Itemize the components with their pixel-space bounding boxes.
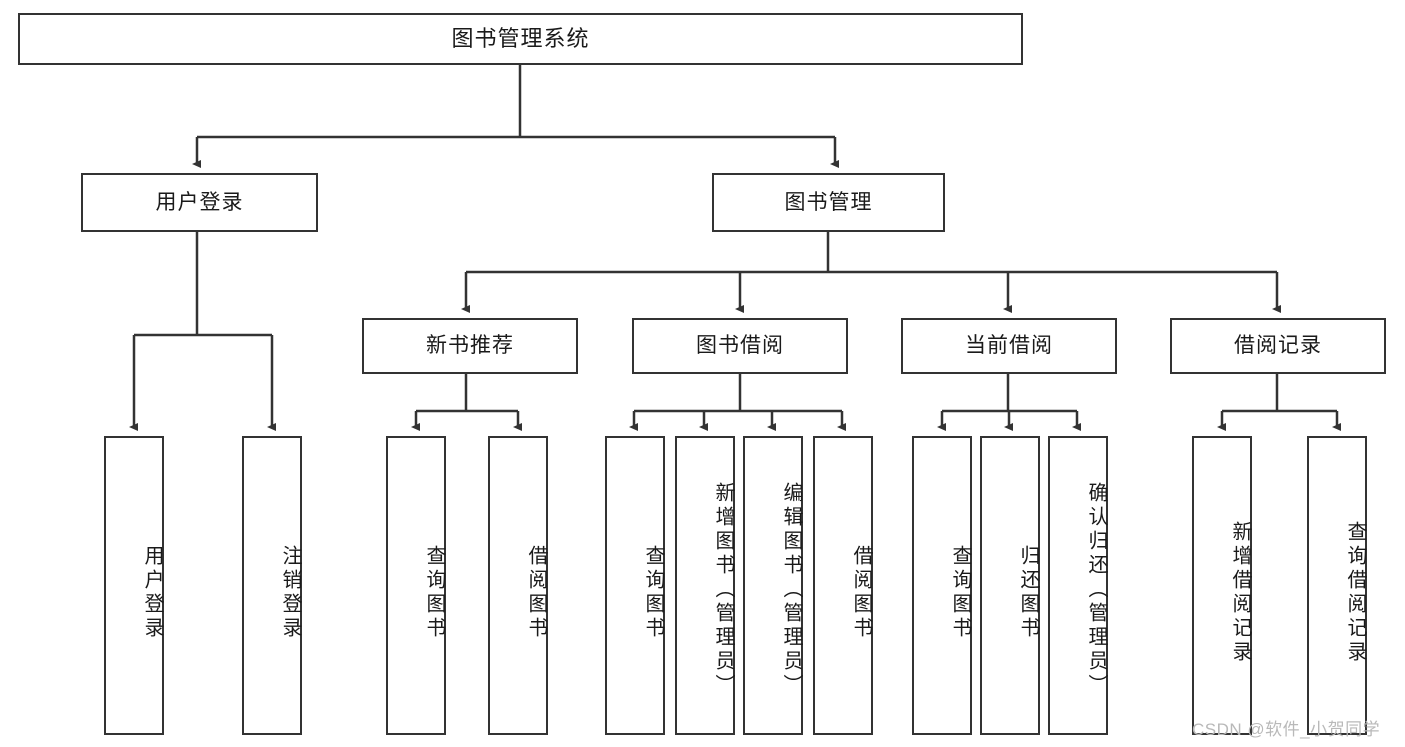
node-label: 借阅记录 xyxy=(1234,334,1322,358)
node-book-borrow[interactable]: 图书借阅 xyxy=(632,318,848,374)
node-label: 借阅图书 xyxy=(525,544,547,641)
node-label: 图书管理 xyxy=(784,190,873,214)
node-label: 借阅图书 xyxy=(850,544,872,641)
node-label: 查询图书 xyxy=(423,544,445,641)
node-root-system[interactable]: 图书管理系统 xyxy=(18,13,1023,65)
node-leaf-query-book-2[interactable]: 查询图书 xyxy=(605,436,665,735)
node-label: 查询借阅记录 xyxy=(1344,520,1366,665)
node-leaf-logout[interactable]: 注销登录 xyxy=(242,436,302,735)
node-label: 查询图书 xyxy=(642,544,664,641)
node-label: 新书推荐 xyxy=(426,334,514,358)
node-user-login[interactable]: 用户登录 xyxy=(81,173,318,232)
node-new-book-recommend[interactable]: 新书推荐 xyxy=(362,318,578,374)
node-label: 图书管理系统 xyxy=(451,25,590,51)
node-leaf-borrow-book-2[interactable]: 借阅图书 xyxy=(813,436,873,735)
node-label: 用户登录 xyxy=(141,544,163,641)
node-label: 新增借阅记录 xyxy=(1229,520,1251,665)
node-leaf-add-book[interactable]: 新增图书（管理员） xyxy=(675,436,735,735)
node-label: 用户登录 xyxy=(155,190,244,214)
node-leaf-borrow-book-1[interactable]: 借阅图书 xyxy=(488,436,548,735)
node-label: 注销登录 xyxy=(279,544,301,641)
node-leaf-add-record[interactable]: 新增借阅记录 xyxy=(1192,436,1252,735)
node-label: 编辑图书（管理员） xyxy=(780,481,802,698)
node-label: 查询图书 xyxy=(949,544,971,641)
node-label: 图书借阅 xyxy=(696,334,784,358)
node-label: 新增图书（管理员） xyxy=(712,481,734,698)
node-leaf-user-login[interactable]: 用户登录 xyxy=(104,436,164,735)
node-leaf-query-book-3[interactable]: 查询图书 xyxy=(912,436,972,735)
watermark: CSDN @软件_小贺同学 xyxy=(1192,720,1381,739)
node-leaf-query-book-1[interactable]: 查询图书 xyxy=(386,436,446,735)
node-borrow-record[interactable]: 借阅记录 xyxy=(1170,318,1386,374)
node-label: 归还图书 xyxy=(1017,544,1039,641)
node-leaf-return-book[interactable]: 归还图书 xyxy=(980,436,1040,735)
node-current-borrow[interactable]: 当前借阅 xyxy=(901,318,1117,374)
node-label: 当前借阅 xyxy=(965,334,1053,358)
node-leaf-edit-book[interactable]: 编辑图书（管理员） xyxy=(743,436,803,735)
node-book-manage[interactable]: 图书管理 xyxy=(712,173,945,232)
node-label: 确认归还（管理员） xyxy=(1085,481,1107,698)
node-leaf-confirm-return[interactable]: 确认归还（管理员） xyxy=(1048,436,1108,735)
node-leaf-query-record[interactable]: 查询借阅记录 xyxy=(1307,436,1367,735)
